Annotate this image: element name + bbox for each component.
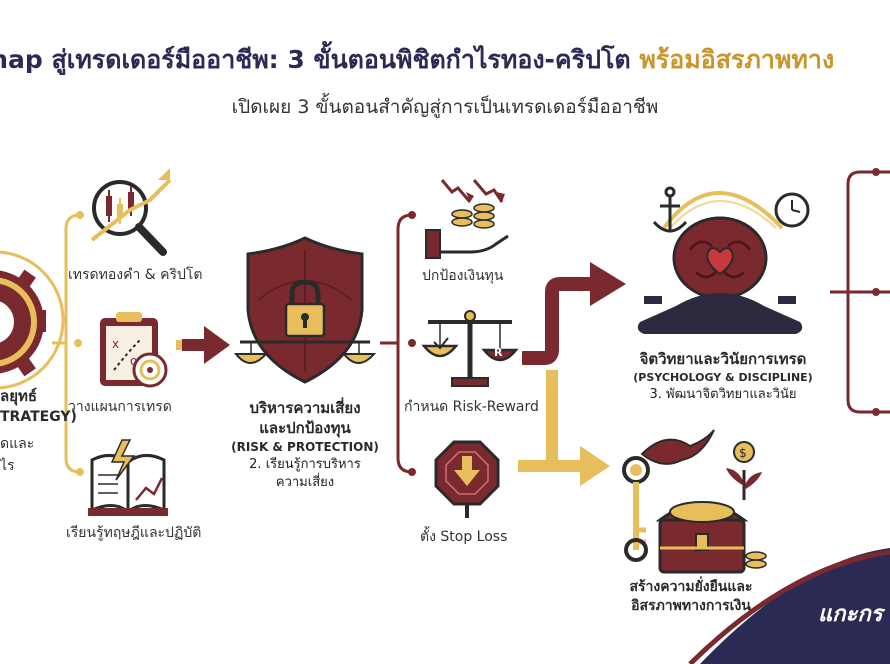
goal-caption: สร้างความยั่งยืนและ อิสรภาพทางการเงิน xyxy=(606,578,776,616)
step2-title-1: บริหารความเสี่ยง xyxy=(249,399,361,417)
clipboard-strategy-icon: x o xyxy=(100,312,168,388)
arrow-step2-to-step3 xyxy=(522,262,626,365)
brand-logo-text: แกะกร xyxy=(818,602,883,627)
step2-bracket xyxy=(380,211,416,476)
step1-desc-1: ดและ xyxy=(0,436,35,452)
meditation-brain-icon xyxy=(637,186,810,334)
stop-loss-icon xyxy=(434,440,500,518)
step3-title: จิตวิทยาและวินัยการเทรด xyxy=(639,350,807,368)
step1-title-en: TRATEGY) xyxy=(0,409,77,425)
page-title: map สู่เทรดเดอร์มืออาชีพ: 3 ขั้นตอนพิชิต… xyxy=(0,40,890,80)
balance-scale-icon: R xyxy=(421,310,519,387)
magnifier-chart-icon xyxy=(90,168,172,256)
svg-text:$: $ xyxy=(739,446,747,460)
arrow-step2-to-goal xyxy=(518,370,610,486)
step2-desc-1: 2. เรียนรู้การบริหาร xyxy=(249,457,361,472)
step2-item-stop-loss: ตั้ง Stop Loss xyxy=(420,529,508,545)
goal-title-1: สร้างความยั่งยืนและ xyxy=(629,579,753,595)
step1-item-gold-crypto: เทรดทองคำ & คริปโต xyxy=(68,267,203,283)
step2-title-en: (RISK & PROTECTION) xyxy=(231,440,379,454)
step2-caption: บริหารความเสี่ยง และปกป้องทุน (RISK & PR… xyxy=(225,398,385,492)
step2-item-protect: ปกป้องเงินทุน xyxy=(422,268,504,284)
open-book-icon xyxy=(88,439,168,516)
step3-title-en: (PSYCHOLOGY & DISCIPLINE) xyxy=(633,371,813,384)
page-subtitle: เปิดเผย 3 ขั้นตอนสำคัญสู่การเป็นเทรดเดอร… xyxy=(231,96,659,118)
step1-title: ลยุทธ์ xyxy=(0,387,38,405)
hand-coins-icon xyxy=(425,179,509,259)
arrow-step1-to-step2 xyxy=(176,326,230,364)
svg-text:o: o xyxy=(130,354,137,368)
step1-item-plan: วางแผนการเทรด xyxy=(68,399,172,415)
shield-lock-icon xyxy=(233,236,377,384)
step3-caption: จิตวิทยาและวินัยการเทรด (PSYCHOLOGY & DI… xyxy=(618,349,828,404)
step2-item-risk-reward: กำหนด Risk-Reward xyxy=(404,399,539,415)
svg-text:R: R xyxy=(494,346,503,359)
step1-bracket xyxy=(52,211,84,476)
goal-title-2: อิสรภาพทางการเงิน xyxy=(631,598,751,614)
title-part-2: พร้อมอิสรภาพทาง xyxy=(630,45,835,74)
step3-bracket xyxy=(830,168,890,416)
title-part-1: map สู่เทรดเดอร์มืออาชีพ: 3 ขั้นตอนพิชิต… xyxy=(0,45,631,74)
step3-desc: 3. พัฒนาจิตวิทยาและวินัย xyxy=(649,387,797,402)
step2-desc-2: ความเสี่ยง xyxy=(275,475,335,490)
brand-swoosh xyxy=(688,548,890,664)
gear-icon xyxy=(0,250,65,390)
step1-desc-2: ไร xyxy=(0,458,15,474)
svg-text:x: x xyxy=(112,337,119,351)
step1-item-learn: เรียนรู้ทฤษฎีและปฏิบัติ xyxy=(66,525,202,541)
step2-title-2: และปกป้องทุน xyxy=(259,419,351,437)
treasure-chest-key-icon: $ xyxy=(622,429,767,574)
